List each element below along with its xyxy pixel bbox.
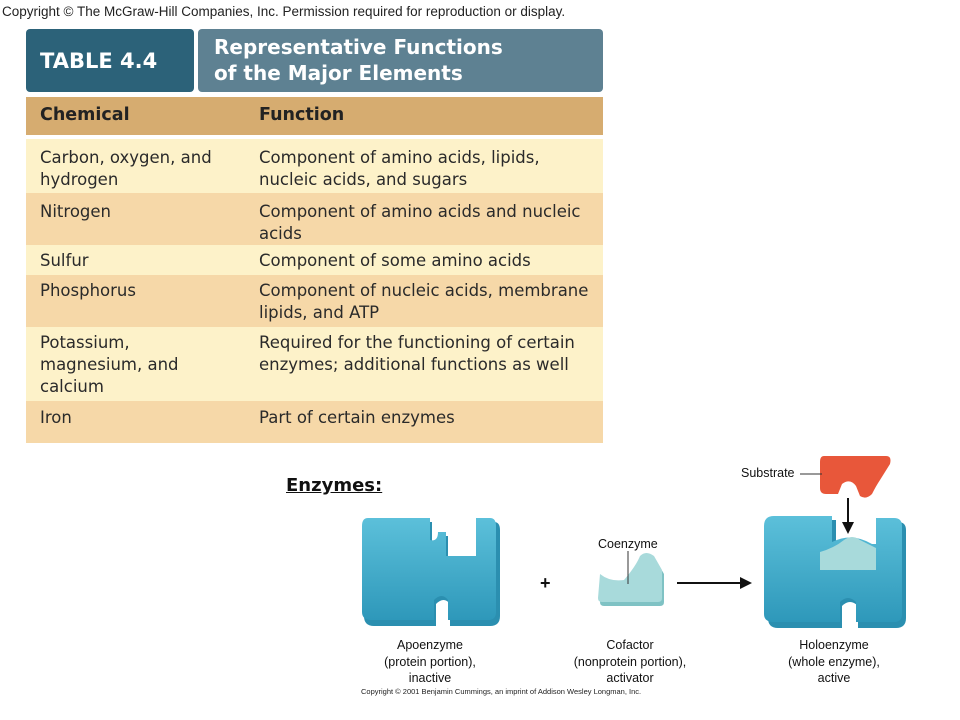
chemical-cell: Iron bbox=[40, 407, 240, 429]
cell-line: Component of nucleic acids, membrane bbox=[259, 281, 589, 300]
apoenzyme-shape bbox=[362, 518, 500, 626]
table-header-row: Chemical Function bbox=[26, 97, 603, 135]
holoenzyme-caption: Holoenzyme (whole enzyme), active bbox=[764, 637, 904, 687]
cell-line: magnesium, and bbox=[40, 355, 179, 374]
caption-line: active bbox=[817, 671, 851, 685]
function-cell: Component of amino acids, lipids, nuclei… bbox=[259, 147, 599, 191]
table-body: Carbon, oxygen, and hydrogen Component o… bbox=[26, 139, 603, 443]
table-row: Phosphorus Component of nucleic acids, m… bbox=[26, 275, 603, 327]
caption-line: activator bbox=[606, 671, 654, 685]
cell-line: enzymes; additional functions as well bbox=[259, 355, 569, 374]
cell-line: Sulfur bbox=[40, 251, 89, 270]
table-row: Nitrogen Component of amino acids and nu… bbox=[26, 193, 603, 245]
column-header-chemical: Chemical bbox=[40, 105, 130, 125]
cell-line: Potassium, bbox=[40, 333, 130, 352]
chemical-cell: Potassium, magnesium, and calcium bbox=[40, 332, 240, 398]
table-row: Potassium, magnesium, and calcium Requir… bbox=[26, 327, 603, 401]
function-cell: Component of some amino acids bbox=[259, 250, 599, 272]
cofactor-shape bbox=[598, 551, 664, 606]
cell-line: nucleic acids, and sugars bbox=[259, 170, 468, 189]
plus-sign: + bbox=[540, 573, 551, 593]
cell-line: Carbon, oxygen, and bbox=[40, 148, 212, 167]
substrate-label: Substrate bbox=[741, 466, 795, 480]
enzymes-heading: Enzymes: bbox=[286, 475, 383, 496]
table-title-line: of the Major Elements bbox=[214, 61, 463, 85]
table-row: Sulfur Component of some amino acids bbox=[26, 245, 603, 275]
chemical-cell: Carbon, oxygen, and hydrogen bbox=[40, 147, 240, 191]
chemical-cell: Sulfur bbox=[40, 250, 240, 272]
caption-line: (whole enzyme), bbox=[788, 654, 880, 669]
copyright-notice-bottom: Copyright © 2001 Benjamin Cummings, an i… bbox=[361, 687, 642, 696]
function-cell: Part of certain enzymes bbox=[259, 407, 599, 429]
caption-line: Holoenzyme bbox=[799, 638, 869, 652]
reaction-arrow-icon bbox=[677, 577, 752, 589]
cofactor-caption: Cofactor (nonprotein portion), activator bbox=[560, 637, 700, 687]
caption-line: (protein portion), bbox=[384, 654, 476, 669]
table-row: Iron Part of certain enzymes bbox=[26, 401, 603, 443]
table-number-badge: TABLE 4.4 bbox=[26, 29, 194, 92]
caption-line: inactive bbox=[408, 671, 452, 685]
function-cell: Component of amino acids and nucleic aci… bbox=[259, 201, 599, 245]
chemical-cell: Phosphorus bbox=[40, 280, 240, 302]
apoenzyme-caption: Apoenzyme (protein portion), inactive bbox=[360, 637, 500, 687]
table-title-line: Representative Functions bbox=[214, 35, 503, 59]
coenzyme-label: Coenzyme bbox=[598, 537, 658, 551]
table-row: Carbon, oxygen, and hydrogen Component o… bbox=[26, 139, 603, 193]
cell-line: hydrogen bbox=[40, 170, 119, 189]
cell-line: Component of some amino acids bbox=[259, 251, 531, 270]
cell-line: Part of certain enzymes bbox=[259, 408, 455, 427]
binding-arrow-icon bbox=[842, 498, 854, 534]
cell-line: Iron bbox=[40, 408, 72, 427]
holoenzyme-shape bbox=[764, 516, 906, 628]
cell-line: Component of amino acids and nucleic bbox=[259, 202, 581, 221]
table-title: Representative Functions of the Major El… bbox=[198, 29, 603, 92]
substrate-shape bbox=[800, 456, 891, 498]
cell-line: Nitrogen bbox=[40, 202, 111, 221]
cell-line: acids bbox=[259, 224, 302, 243]
function-cell: Required for the functioning of certain … bbox=[259, 332, 599, 376]
column-header-function: Function bbox=[259, 105, 345, 125]
caption-line: Apoenzyme bbox=[396, 638, 463, 652]
chemical-cell: Nitrogen bbox=[40, 201, 240, 223]
cell-line: Required for the functioning of certain bbox=[259, 333, 575, 352]
cell-line: lipids, and ATP bbox=[259, 303, 380, 322]
function-cell: Component of nucleic acids, membrane lip… bbox=[259, 280, 599, 324]
caption-line: (nonprotein portion), bbox=[573, 654, 687, 669]
cell-line: Phosphorus bbox=[40, 281, 136, 300]
copyright-notice-top: Copyright © The McGraw-Hill Companies, I… bbox=[2, 4, 566, 19]
caption-line: Cofactor bbox=[606, 638, 654, 652]
cell-line: calcium bbox=[40, 377, 104, 396]
cell-line: Component of amino acids, lipids, bbox=[259, 148, 540, 167]
